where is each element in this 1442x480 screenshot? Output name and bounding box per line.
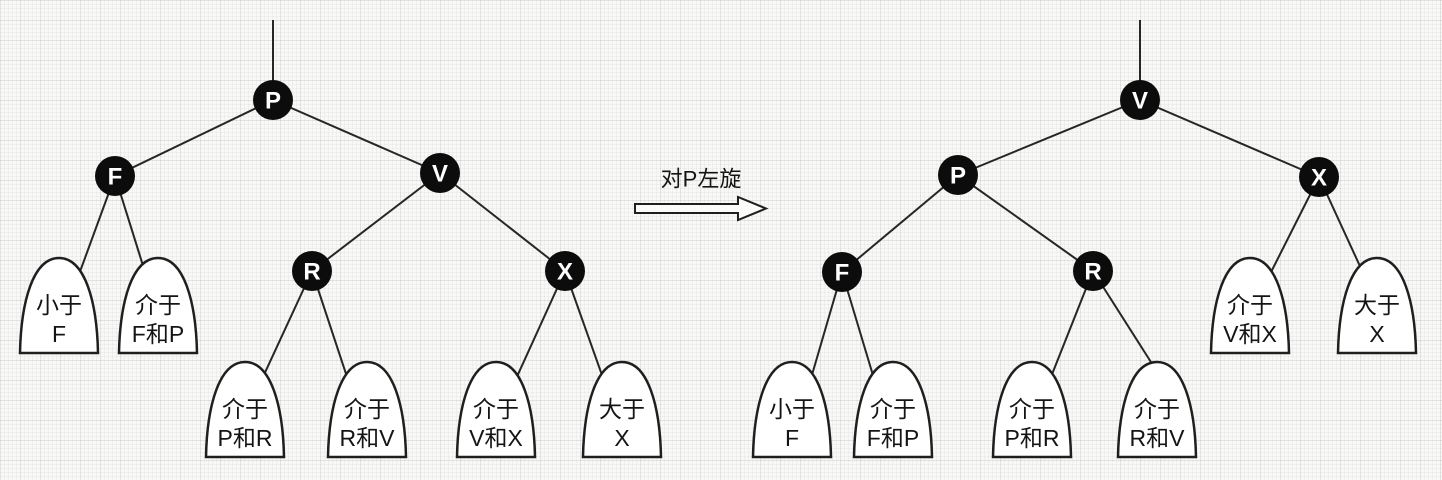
node-before-x: X	[545, 251, 585, 291]
leaf-label-line1: 介于	[1134, 396, 1180, 422]
node-label: X	[557, 259, 573, 286]
leaf-label-line2: R和V	[1130, 425, 1186, 451]
node-circle	[1120, 80, 1160, 120]
edge-x-leaf5	[564, 270, 609, 393]
leaf-label-line1: 介于	[344, 396, 390, 422]
leaf-label-line1: 小于	[36, 292, 82, 318]
leaf-after-between-f-p: 介于 F和P	[852, 360, 934, 459]
edge-f-leaf0	[806, 271, 843, 393]
edge-r-leaf3	[311, 270, 353, 393]
leaf-label-line1: 介于	[1227, 292, 1273, 318]
edge-v-x	[1139, 99, 1320, 178]
edge-p-r	[957, 174, 1094, 272]
leaf-label-line2: V和X	[1223, 321, 1277, 347]
edge-p-f	[841, 174, 959, 273]
leaf-after-between-v-x: 介于 V和X	[1209, 256, 1291, 355]
edge-x-leaf4	[1262, 176, 1320, 289]
leaf-before-between-v-x: 介于 V和X	[455, 360, 537, 459]
leaf-label-line2: P和R	[1005, 425, 1060, 451]
node-label: P	[265, 88, 281, 115]
node-before-p: P	[253, 80, 293, 120]
node-circle	[253, 80, 293, 120]
node-label: V	[1132, 88, 1148, 115]
leaf-label-line2: F和P	[867, 425, 919, 451]
node-circle	[292, 251, 332, 291]
leaf-label-line1: 介于	[473, 396, 519, 422]
node-before-v: V	[420, 153, 460, 193]
leaf-label-line2: P和R	[218, 425, 273, 451]
edge-v-p	[957, 99, 1141, 176]
node-label: F	[108, 164, 123, 191]
node-label: X	[1311, 165, 1327, 192]
edge-f-leaf1	[841, 271, 879, 393]
node-circle	[420, 153, 460, 193]
leaf-label-line1: 小于	[769, 396, 815, 422]
leaf-after-less-f: 小于 F	[751, 360, 833, 459]
leaf-before-less-f: 小于 F	[18, 256, 100, 355]
edge-r-leaf2	[1044, 270, 1094, 393]
edge-v-r	[311, 172, 441, 272]
node-circle	[95, 156, 135, 196]
node-label: F	[835, 260, 850, 287]
rotation-arrow: 对P左旋	[634, 167, 769, 222]
leaf-after-between-r-v: 介于 R和V	[1116, 360, 1198, 459]
leaf-label-line2: F和P	[132, 321, 184, 347]
tree-after: 小于 F 介于 F和P 介于 P和R 介于 R和V 介于 V和X	[751, 20, 1418, 459]
leaf-label-line2: X	[1369, 321, 1384, 347]
leaf-label-line2: R和V	[340, 425, 396, 451]
node-after-v: V	[1120, 80, 1160, 120]
leaf-label-line2: F	[52, 321, 66, 347]
leaf-label-line2: F	[785, 425, 799, 451]
edge-x-leaf4	[509, 270, 566, 393]
leaf-label-line2: X	[614, 425, 629, 451]
leaf-before-between-r-v: 介于 R和V	[326, 360, 408, 459]
node-label: P	[950, 163, 966, 190]
node-circle	[1073, 251, 1113, 291]
node-label: R	[303, 259, 320, 286]
node-after-x: X	[1299, 157, 1339, 197]
leaf-after-greater-x: 大于 X	[1336, 256, 1418, 355]
tree-before-edges	[73, 20, 609, 393]
node-after-p: P	[938, 155, 978, 195]
leaf-after-between-p-r: 介于 P和R	[991, 360, 1073, 459]
node-before-r: R	[292, 251, 332, 291]
tree-before: 小于 F 介于 F和P 介于 P和R 介于 R和V 介于 V和X	[18, 20, 663, 459]
right-arrow-icon	[634, 195, 769, 222]
edge-v-x	[439, 172, 566, 272]
node-label: R	[1084, 259, 1101, 286]
node-circle	[938, 155, 978, 195]
leaf-label-line1: 大于	[599, 396, 645, 422]
edge-p-v	[272, 99, 441, 174]
node-after-r: R	[1073, 251, 1113, 291]
leaf-label-line1: 介于	[222, 396, 268, 422]
leaf-label-line2: V和X	[469, 425, 523, 451]
edge-p-f	[114, 99, 274, 177]
leaf-before-between-p-r: 介于 P和R	[204, 360, 286, 459]
leaf-label-line1: 介于	[1009, 396, 1055, 422]
leaf-label-line1: 大于	[1354, 292, 1400, 318]
node-before-f: F	[95, 156, 135, 196]
leaf-label-line1: 介于	[870, 396, 916, 422]
node-after-f: F	[822, 252, 862, 292]
node-circle	[545, 251, 585, 291]
leaf-before-between-f-p: 介于 F和P	[117, 256, 199, 355]
node-label: V	[432, 161, 448, 188]
rotation-arrow-label: 对P左旋	[661, 167, 742, 192]
node-circle	[822, 252, 862, 292]
node-circle	[1299, 157, 1339, 197]
leaf-label-line1: 介于	[135, 292, 181, 318]
leaf-before-greater-x: 大于 X	[581, 360, 663, 459]
